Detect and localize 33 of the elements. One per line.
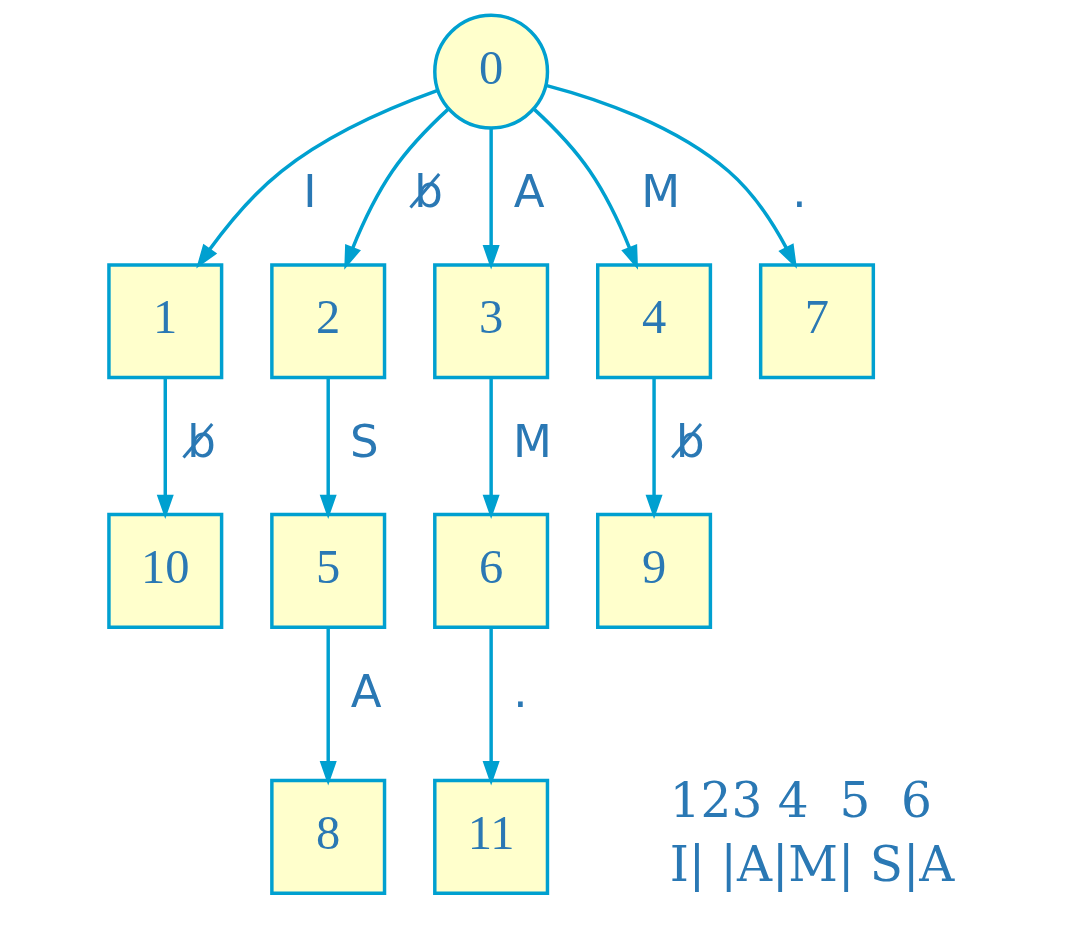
edge-label: . [792,165,807,219]
node-box: 9 [596,512,713,629]
arrow [344,107,450,270]
arrow [319,627,337,786]
node-circle: 0 [433,13,550,130]
edge-label: A [513,165,545,219]
arrow [545,83,797,269]
edge-label: S [350,414,379,468]
edge-label: I [303,165,317,219]
node-box: 1 [107,263,224,380]
edge-label: M [513,414,552,468]
arrow [645,377,663,520]
arrow [482,377,500,520]
arrow [319,377,337,519]
arrow [196,88,439,269]
arrow [532,107,639,270]
edge-label: A [350,664,382,718]
arrow [482,627,500,786]
edge-label: M [641,165,681,219]
node-box: 2 [270,263,387,380]
arrow [156,377,174,520]
node-box: 4 [596,263,713,380]
node-box: 7 [758,263,876,380]
label: I| |A|M| S|A [669,835,955,892]
node-box: 8 [270,778,387,895]
node-box: 11 [433,778,550,895]
arrow [482,128,500,270]
node-box: 5 [270,512,387,629]
label: 123 4 5 6 [669,771,932,828]
edge-label: . [513,664,528,718]
node-box: 6 [433,512,550,629]
node-box: 3 [433,263,550,380]
node-box: 10 [107,512,224,629]
